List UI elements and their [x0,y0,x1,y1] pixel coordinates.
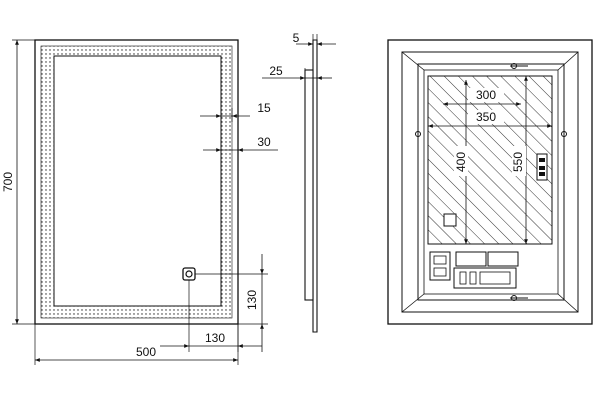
led-border-band [41,46,232,318]
dim-label-300: 300 [476,88,496,102]
dim-label-15: 15 [257,101,271,115]
touch-sensor-icon [182,267,196,281]
mirror-glass [53,55,222,307]
dim-height-700: 700 [1,39,35,325]
dim-label-400: 400 [454,152,468,172]
rear-frame-innermost [423,69,559,295]
dim-inner-400: 400 [454,80,468,244]
dim-label-700: 700 [1,172,15,192]
rear-outline [387,39,593,325]
dim-inner-350: 350 [428,110,552,128]
rear-frame-inner [417,63,565,301]
wall-hook-icon [415,63,567,301]
led-band-outer-line [40,45,233,319]
dim-label-25: 25 [269,64,283,78]
rear-frame-outer [401,51,579,313]
dim-label-350: 350 [476,110,496,124]
side-frame [304,69,314,301]
dim-label-550: 550 [511,152,525,172]
dim-label-500: 500 [136,345,156,359]
dim-label-130-h: 130 [205,331,225,345]
rear-sensor-box [443,213,457,227]
front-view: 700 500 130 130 [1,39,278,365]
dim-label-30: 30 [257,135,271,149]
dim-border-30: 30 [203,135,278,156]
terminal-block-icon [453,251,519,289]
driver-box-icon [429,251,451,281]
side-view: 5 25 [262,31,336,333]
switch-connector-icon [536,153,548,181]
rear-frame-corners [401,51,579,313]
side-profile [312,39,318,333]
dim-inner-550: 550 [511,76,528,244]
dim-border-15: 15 [200,101,271,122]
dim-sensor-130-horizontal: 130 [160,280,262,352]
dim-label-130-v: 130 [245,290,259,310]
dim-sensor-130-vertical: 130 [195,254,268,352]
mirror-outline [34,39,239,325]
dim-inner-300: 300 [443,88,521,106]
rear-view: 300 350 400 550 [387,39,593,325]
dim-depth-25: 25 [262,64,332,82]
dim-label-5: 5 [293,31,300,45]
dim-thickness-5: 5 [293,31,336,48]
